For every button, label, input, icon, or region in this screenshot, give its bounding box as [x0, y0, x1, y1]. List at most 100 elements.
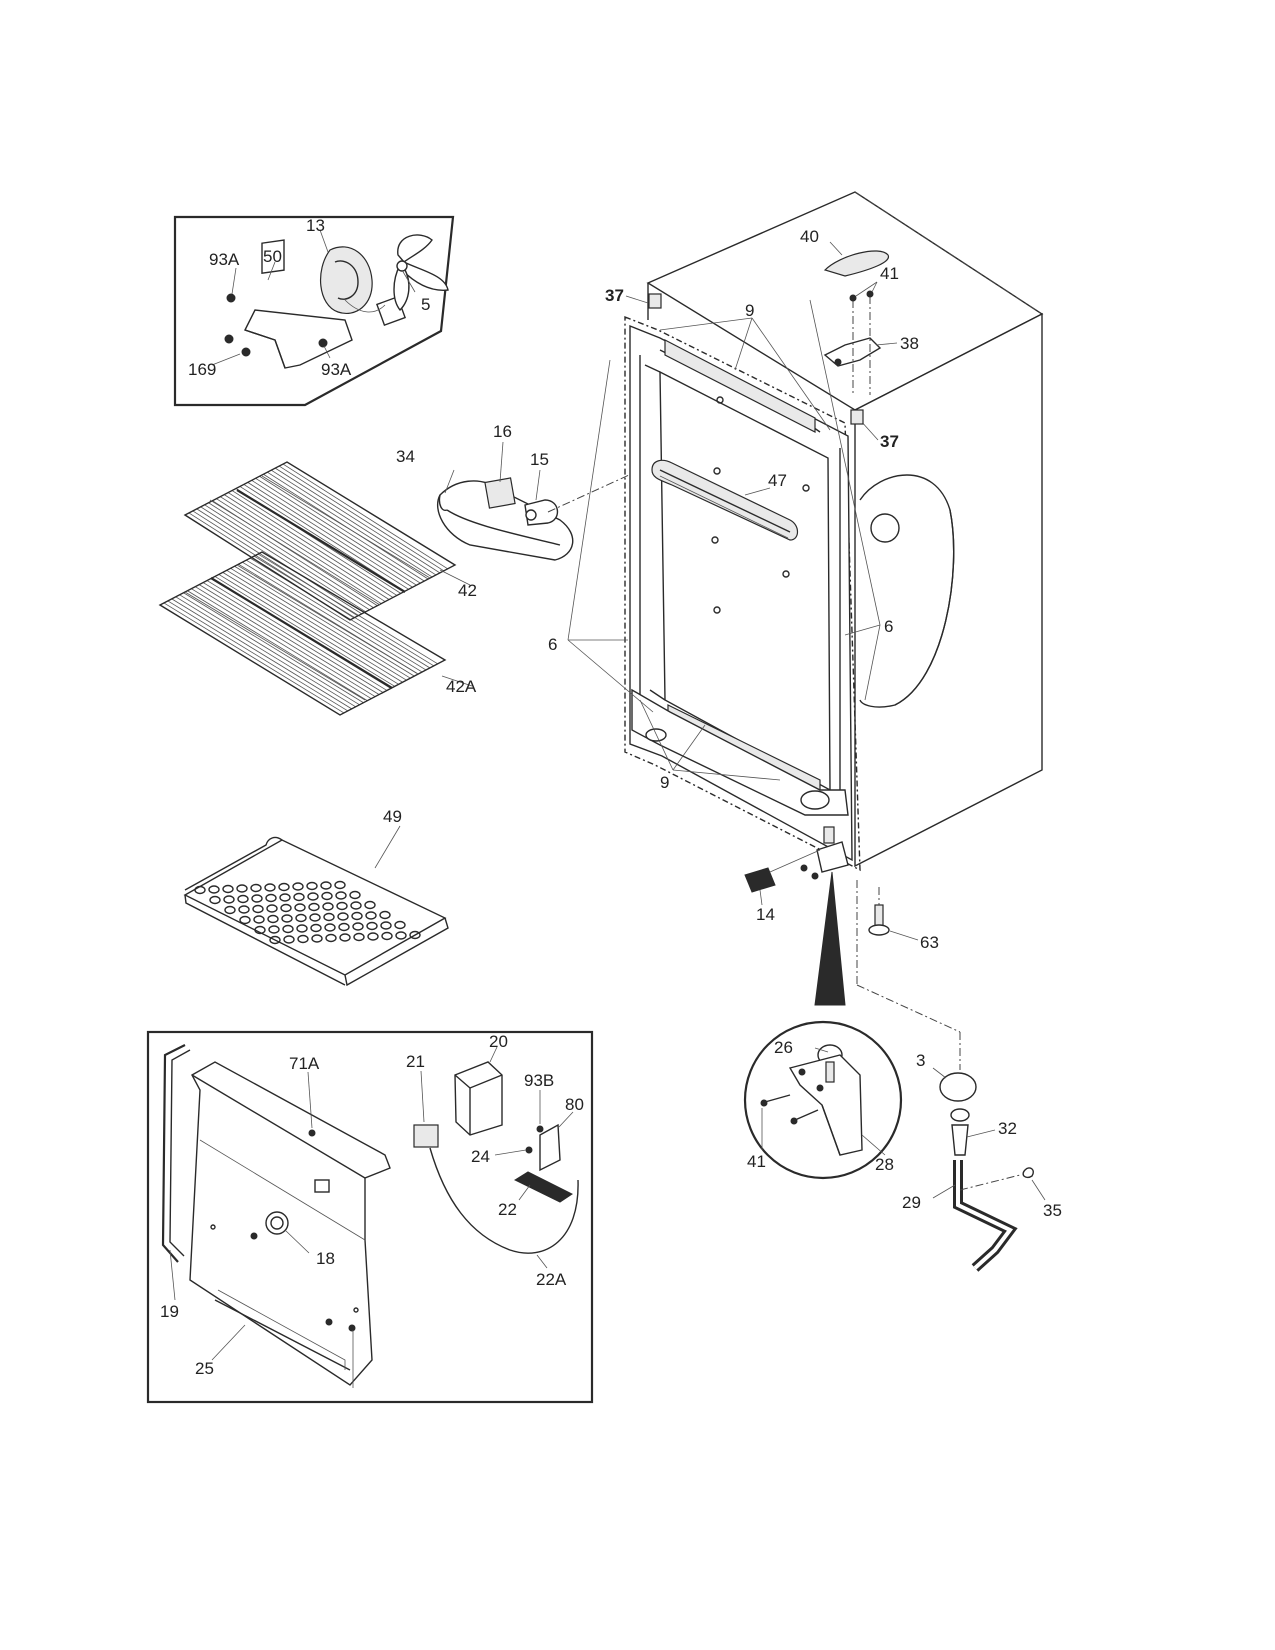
light-assembly: 34 16 15 — [396, 422, 641, 561]
basket-hole — [279, 893, 291, 902]
label-25: 25 — [195, 1359, 214, 1378]
basket-hole — [222, 884, 234, 894]
label-37-right: 37 — [880, 432, 899, 451]
label-15: 15 — [530, 450, 549, 469]
basket-hole — [223, 895, 235, 904]
label-37-left: 37 — [605, 286, 624, 305]
label-20: 20 — [489, 1032, 508, 1051]
basket-hole — [367, 932, 379, 941]
basket-hole — [278, 882, 290, 892]
label-9-top: 9 — [745, 301, 754, 320]
label-169: 169 — [188, 360, 216, 379]
label-93a-top: 93A — [209, 250, 240, 269]
label-47: 47 — [768, 471, 787, 490]
basket-hole — [364, 900, 376, 910]
label-3: 3 — [916, 1051, 925, 1070]
label-41-bot: 41 — [747, 1152, 766, 1171]
label-50: 50 — [263, 247, 282, 266]
label-49: 49 — [383, 807, 402, 826]
basket-hole — [266, 904, 278, 913]
basket-hole — [338, 922, 350, 932]
handle-assembly: 3 32 29 35 — [902, 1051, 1062, 1272]
basket-hole — [320, 881, 332, 890]
basket-hole — [381, 931, 393, 941]
basket-hole — [394, 920, 406, 930]
basket-hole — [265, 893, 277, 903]
basket-hole — [334, 880, 346, 890]
basket-hole — [322, 902, 334, 911]
label-32: 32 — [998, 1119, 1017, 1138]
basket-hole — [254, 925, 266, 935]
label-22a: 22A — [536, 1270, 567, 1289]
label-42a: 42A — [446, 677, 477, 696]
basket-hole — [236, 884, 248, 893]
label-21: 21 — [406, 1052, 425, 1071]
basket-hole — [224, 905, 236, 915]
basket-hole — [253, 915, 265, 924]
fan-motor-inset: 13 50 93A 5 169 93A — [173, 215, 455, 407]
basket-hole — [238, 905, 250, 914]
label-19: 19 — [160, 1302, 179, 1321]
label-26: 26 — [774, 1038, 793, 1057]
basket-hole — [267, 914, 279, 924]
label-40: 40 — [800, 227, 819, 246]
label-80: 80 — [565, 1095, 584, 1114]
basket-hole — [283, 935, 295, 944]
basket-holes — [194, 880, 421, 945]
basket-hole — [379, 910, 391, 920]
lower-hardware: 14 63 — [744, 826, 939, 1006]
label-28: 28 — [875, 1155, 894, 1174]
label-71a: 71A — [289, 1054, 320, 1073]
label-14: 14 — [756, 905, 775, 924]
basket-hole — [297, 934, 309, 944]
label-29: 29 — [902, 1193, 921, 1212]
basket-hole — [350, 901, 362, 910]
basket-hole — [281, 914, 293, 923]
basket-hole — [409, 930, 421, 940]
basket-hole — [308, 902, 320, 912]
basket-hole — [339, 933, 351, 942]
fan-blade — [393, 234, 449, 312]
basket-hole — [268, 925, 280, 934]
wire-shelf-42a: 42A — [158, 551, 477, 716]
basket-hole — [250, 883, 262, 893]
basket-49: 49 — [183, 807, 449, 987]
control-panel-inset: 71A 21 20 93B 80 24 22 22A 18 19 25 — [146, 1030, 594, 1404]
basket-hole — [366, 921, 378, 931]
basket-hole — [352, 922, 364, 931]
basket-hole — [349, 890, 361, 900]
basket-hole — [292, 882, 304, 891]
basket-hole — [307, 892, 319, 901]
basket-hole — [252, 904, 264, 914]
basket-hole — [321, 891, 333, 901]
cabinet: 40 41 38 37 37 — [605, 191, 1044, 1070]
basket-hole — [324, 923, 336, 932]
basket-hole — [251, 894, 263, 903]
basket-hole — [395, 931, 407, 940]
basket-hole — [365, 911, 377, 920]
basket-hole — [335, 891, 347, 900]
label-6-right: 6 — [884, 617, 893, 636]
basket-hole — [306, 881, 318, 891]
basket-hole — [323, 912, 335, 922]
basket-hole — [311, 934, 323, 943]
label-9-bot: 9 — [660, 773, 669, 792]
basket-hole — [282, 924, 294, 934]
door-liner: 9 9 47 6 6 — [548, 299, 893, 872]
basket-hole — [325, 933, 337, 943]
basket-hole — [208, 885, 220, 894]
basket-hole — [194, 885, 206, 895]
label-42: 42 — [458, 581, 477, 600]
label-93a-bot: 93A — [321, 360, 352, 379]
basket-hole — [337, 912, 349, 921]
basket-hole — [280, 903, 292, 913]
label-41-top: 41 — [880, 264, 899, 283]
label-38: 38 — [900, 334, 919, 353]
fan-bracket — [244, 239, 353, 369]
basket-hole — [336, 901, 348, 911]
label-18: 18 — [316, 1249, 335, 1268]
label-6-left: 6 — [548, 635, 557, 654]
shelf-wires — [188, 463, 449, 619]
basket-hole — [295, 913, 307, 923]
